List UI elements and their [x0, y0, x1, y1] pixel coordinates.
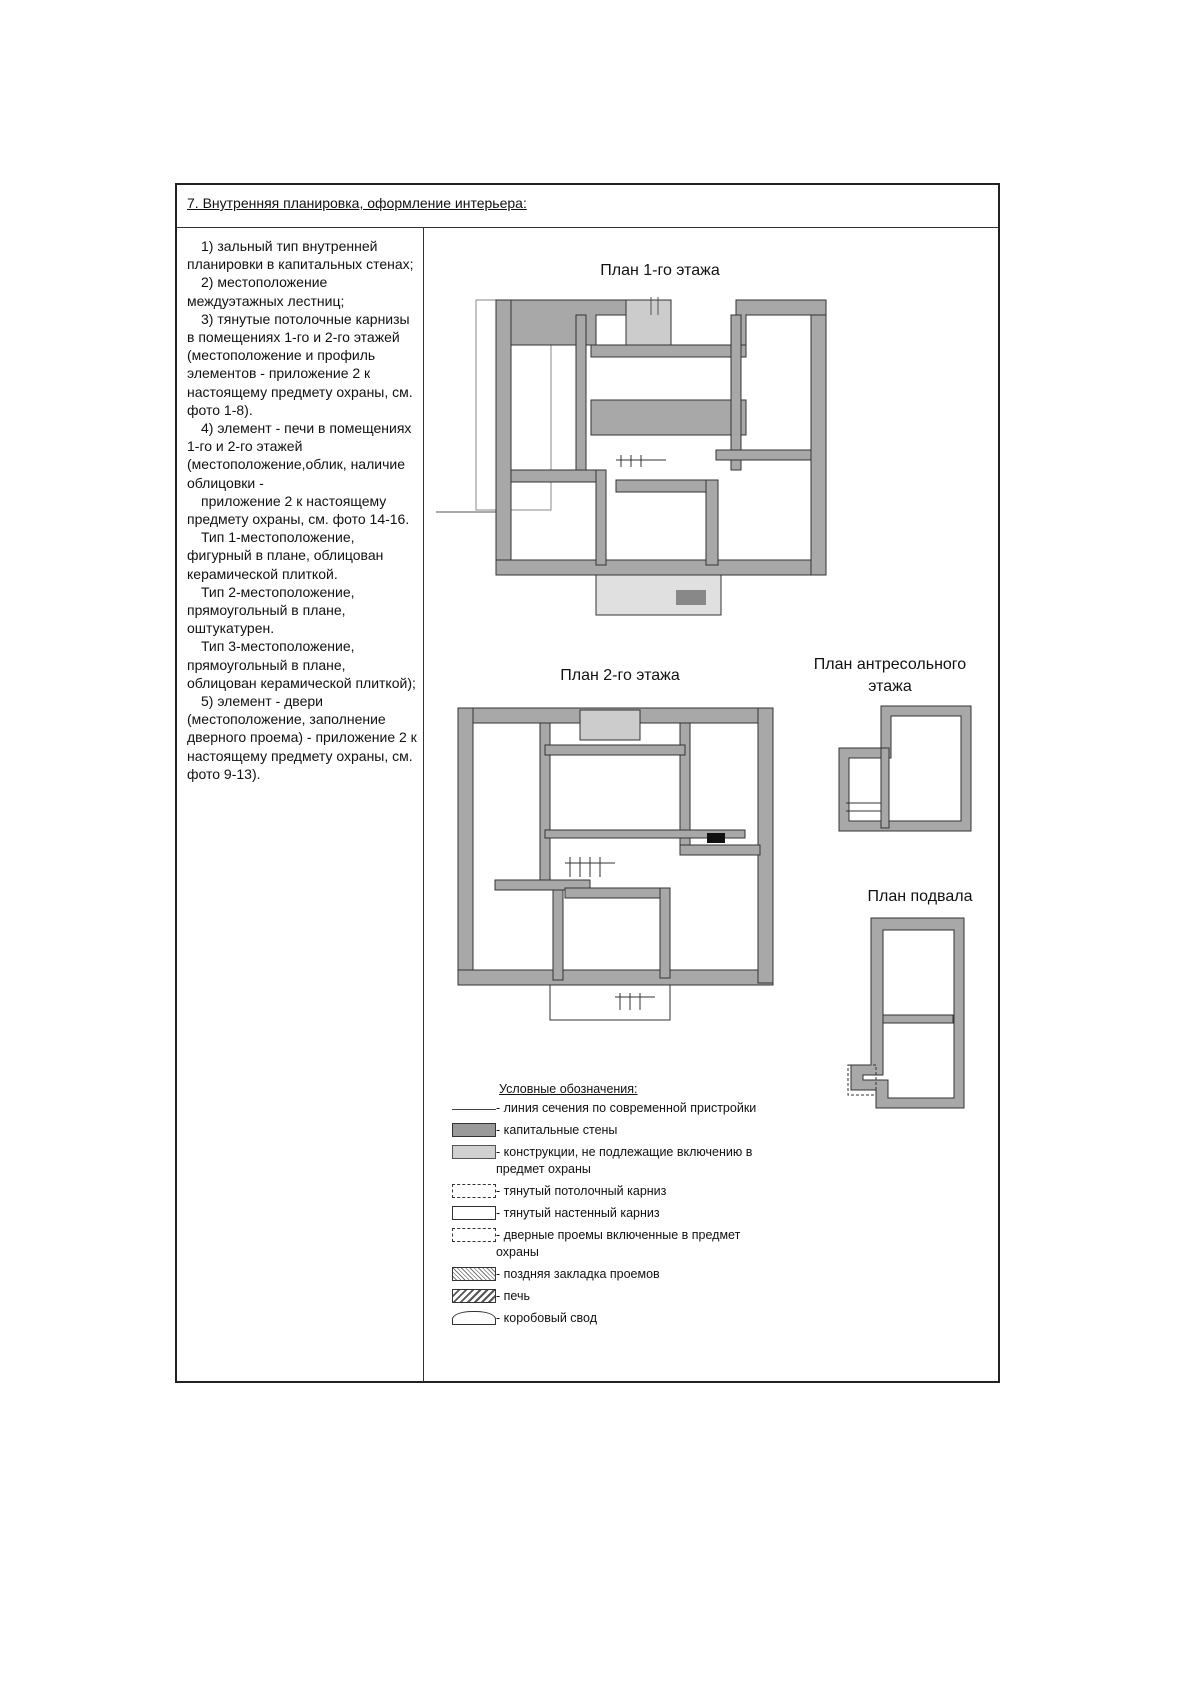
description-text: 1) зальный тип внутренней планировки в к…	[187, 237, 419, 783]
section-title: 7. Внутренняя планировка, оформление инт…	[187, 195, 527, 211]
mezzanine-plan	[838, 705, 972, 832]
plan-title-mezzanine: План антресольного этажа	[790, 654, 990, 698]
legend-item: - линия сечения по современной пристройк…	[452, 1100, 772, 1117]
column-divider	[423, 227, 424, 1381]
legend-item: - капитальные стены	[452, 1122, 772, 1139]
desc-item: 1) зальный тип внутренней планировки в к…	[187, 238, 414, 273]
legend: Условные обозначения: - линия сечения по…	[452, 1082, 772, 1332]
dashed-box-icon	[452, 1228, 496, 1242]
floor2-plan	[457, 707, 774, 1021]
light-hatch-icon	[452, 1145, 496, 1159]
plan-title-mezzanine-line2: этажа	[868, 678, 912, 695]
desc-item: приложение 2 к настоящему предмету охран…	[187, 492, 410, 528]
desc-item: Тип 3-местоположение, прямоугольный в пл…	[187, 638, 416, 691]
desc-item: 2) местоположение междуэтажных лестниц;	[187, 274, 345, 309]
dark-hatch-icon	[452, 1123, 496, 1137]
section-line-icon	[452, 1101, 496, 1110]
plan-title-floor2: План 2-го этажа	[560, 667, 680, 684]
legend-item: - печь	[452, 1288, 772, 1305]
legend-item: - тянутый настенный карниз	[452, 1205, 772, 1222]
plan-title-basement: План подвала	[867, 888, 973, 905]
legend-title: Условные обозначения:	[499, 1082, 638, 1096]
section-header: 7. Внутренняя планировка, оформление инт…	[177, 185, 998, 228]
legend-item: - коробовый свод	[452, 1310, 772, 1327]
section-table: 7. Внутренняя планировка, оформление инт…	[175, 183, 1000, 1383]
desc-item: 3) тянутые потолочные карнизы в помещени…	[187, 310, 413, 418]
legend-item: - поздняя закладка проемов	[452, 1266, 772, 1283]
basement-plan	[847, 917, 965, 1109]
crosshatch-icon	[452, 1267, 496, 1281]
arch-icon	[452, 1311, 496, 1325]
dashed-box-icon	[452, 1184, 496, 1198]
desc-item: 5) элемент - двери (местоположение, запо…	[187, 693, 417, 782]
legend-item: - конструкции, не подлежащие включению в…	[452, 1144, 772, 1178]
legend-item: - дверные проемы включенные в предмет ох…	[452, 1227, 772, 1261]
plan-title-floor1: План 1-го этажа	[600, 262, 720, 279]
desc-item: Тип 1-местоположение, фигурный в плане, …	[187, 529, 384, 582]
desc-item: Тип 2-местоположение, прямоугольный в пл…	[187, 583, 355, 637]
desc-item: 4) элемент - печи в помещениях 1-го и 2-…	[187, 420, 412, 491]
plan-title-mezzanine-line1: План антресольного	[813, 656, 967, 673]
diagonal-hatch-icon	[452, 1289, 496, 1303]
floor1-plan	[436, 297, 827, 616]
legend-item: - тянутый потолочный карниз	[452, 1183, 772, 1200]
dash-dot-box-icon	[452, 1206, 496, 1220]
